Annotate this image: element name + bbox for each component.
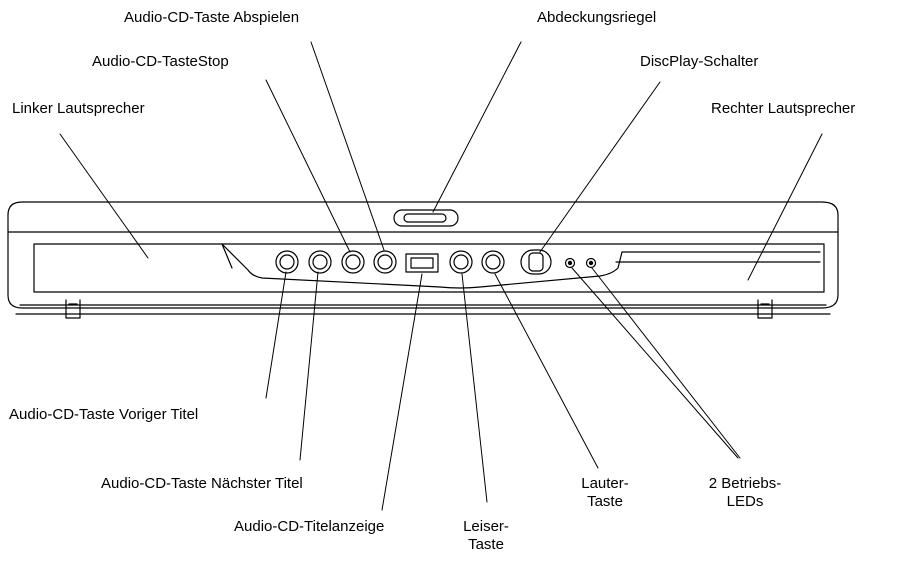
leader-led-1 xyxy=(571,267,739,459)
leader-left-speaker xyxy=(59,133,149,259)
label-stop-button: Audio-CD-TasteStop xyxy=(92,53,229,70)
leader-quieter xyxy=(461,273,488,503)
prev-track-button-shape xyxy=(275,250,299,274)
discplay-switch-shape xyxy=(520,249,552,275)
leader-track-display xyxy=(381,273,423,511)
label-louder-button: Lauter- Taste xyxy=(573,475,637,511)
led-1-shape xyxy=(564,257,576,269)
leader-prev-track xyxy=(265,271,287,399)
stop-button-shape xyxy=(341,250,365,274)
label-left-speaker: Linker Lautsprecher xyxy=(12,100,145,117)
label-prev-track-button: Audio-CD-Taste Voriger Titel xyxy=(9,406,199,423)
leader-cover-latch xyxy=(432,41,522,213)
label-play-button: Audio-CD-Taste Abspielen xyxy=(124,9,300,26)
label-louder-line2: Taste xyxy=(587,493,623,510)
track-display-shape xyxy=(405,253,439,273)
label-leds-line1: 2 Betriebs- xyxy=(708,475,782,492)
label-quieter-line1: Leiser- xyxy=(463,518,509,535)
left-foot xyxy=(65,299,81,319)
discplay-switch-knob xyxy=(528,252,544,272)
cover-latch-slider xyxy=(403,213,447,223)
label-track-display: Audio-CD-Titelanzeige xyxy=(234,518,385,535)
led-2-shape xyxy=(585,257,597,269)
leader-right-speaker xyxy=(747,133,823,281)
right-foot xyxy=(757,299,773,319)
label-cover-latch: Abdeckungsriegel xyxy=(537,9,657,26)
leader-led-2 xyxy=(591,267,741,459)
leader-stop xyxy=(265,79,351,253)
front-panel-recess xyxy=(33,243,825,293)
label-discplay-switch: DiscPlay-Schalter xyxy=(640,53,759,70)
label-quieter-button: Leiser- Taste xyxy=(454,518,518,554)
louder-button-shape xyxy=(481,250,505,274)
laptop-base-front xyxy=(7,231,839,309)
quieter-button-shape xyxy=(449,250,473,274)
laptop-lid xyxy=(7,201,839,233)
label-quieter-line2: Taste xyxy=(468,536,504,553)
label-louder-line1: Lauter- xyxy=(581,475,629,492)
control-panel-left-bevel xyxy=(221,243,233,269)
control-panel-outline xyxy=(221,243,821,289)
leader-louder xyxy=(494,273,599,469)
label-status-leds: 2 Betriebs- LEDs xyxy=(690,475,800,511)
leader-play xyxy=(310,41,385,251)
leader-discplay xyxy=(539,81,661,253)
play-button-shape xyxy=(373,250,397,274)
next-track-button-shape xyxy=(308,250,332,274)
label-next-track-button: Audio-CD-Taste Nächster Titel xyxy=(101,475,303,492)
leader-next-track xyxy=(299,271,319,461)
label-right-speaker: Rechter Lautsprecher xyxy=(711,100,856,117)
leader-lines xyxy=(59,41,823,511)
cover-latch xyxy=(393,209,459,227)
track-display-window xyxy=(410,257,434,269)
label-leds-line2: LEDs xyxy=(726,493,764,510)
